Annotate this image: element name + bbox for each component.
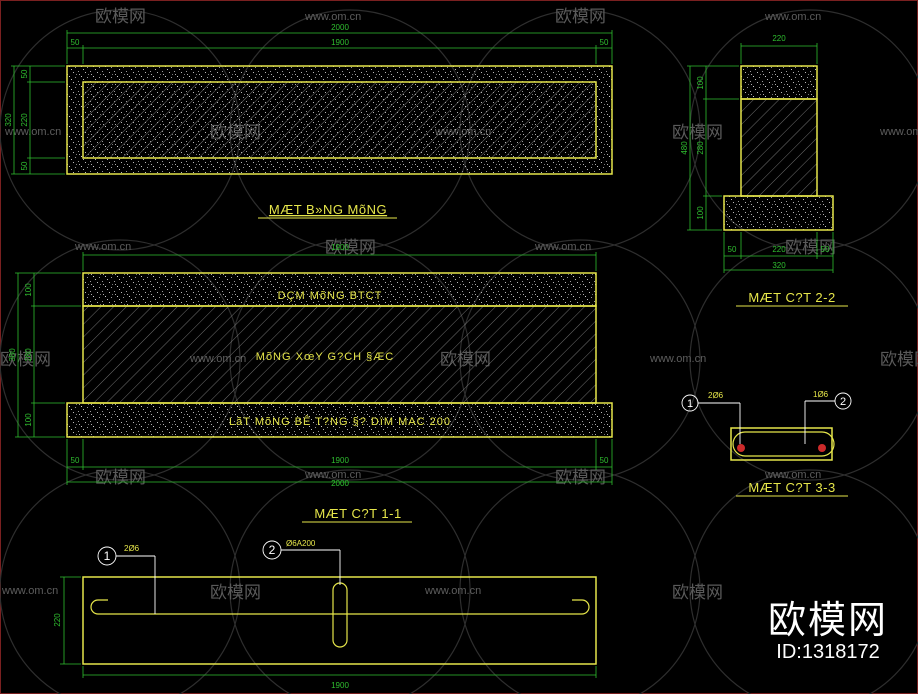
label-wall: MõNG XœY G?CH §ÆC [256,351,394,363]
watermark-logo: 欧模网 [0,350,51,370]
plan-title: MÆT B»NG MõNG [269,202,387,217]
dim-top: 1900 [331,243,349,252]
label-2: Ø6A200 [286,539,316,548]
marker-1: 1 [687,398,693,410]
watermark-url: www.om.cn [649,353,706,365]
dim-mid: 1900 [331,456,349,465]
watermark-url: www.om.cn [764,11,821,23]
watermark-logos: 欧模网 欧模网 欧模网 欧模网 欧模网 欧模网 欧模网 欧模网 欧模网 欧模网 … [0,7,918,603]
watermark-url: www.om.cn [4,126,61,138]
vdim-total: 480 [680,141,689,155]
watermark-logo: 欧模网 [555,468,606,488]
watermark-url: www.om.cn [304,469,361,481]
dim-total: 2000 [331,23,349,32]
watermark-logo: 欧模网 [95,468,146,488]
dim-mid: 1900 [331,38,349,47]
label-1: 2Ø6 [124,544,140,553]
vdim-mid: 280 [696,141,705,155]
watermark-logo: 欧模网 [785,238,836,258]
rebar-dot-left [737,444,745,452]
marker-2: 2 [840,396,846,408]
dim-total: 2000 [331,479,349,488]
brand-name: 欧模网 [767,598,888,642]
dim-top: 220 [772,34,786,43]
vdim-top: 100 [696,76,705,90]
marker-2: 2 [269,543,276,557]
corner-brand: 欧模网 ID:1318172 [768,600,888,664]
vdim-top: 100 [24,283,33,297]
watermark-logo: 欧模网 [880,350,918,370]
dim-left: 50 [71,456,80,465]
watermark-url: www.om.cn [74,241,131,253]
label-base: LãT MõNG BÊ T?NG §? DïM MAC 200 [229,415,451,428]
watermark-logo: 欧模网 [555,7,606,27]
dim-left: 50 [728,245,737,254]
vdim-bot: 100 [696,206,705,220]
label-2: 1Ø6 [813,390,829,399]
label-beam: DÇM MõNG BTCT [278,290,383,302]
plan-view: 2000 50 1900 50 320 50 220 50 MÆT B»NG M… [4,23,613,219]
watermark-url: www.om.cn [1,585,58,597]
vdim: 220 [53,613,62,627]
dim-bottom: 1900 [331,681,349,690]
dim-right: 50 [600,38,609,47]
label-1: 2Ø6 [708,391,724,400]
watermark-url: www.om.cn [764,469,821,481]
brand-id: ID:1318172 [776,641,880,663]
vdim-bot: 100 [24,413,33,427]
section-1-1: DÇM MõNG BTCT MõNG XœY G?CH §ÆC LãT MõNG… [8,243,613,523]
watermark-logo: 欧模网 [325,238,376,258]
dim-total: 320 [772,261,786,270]
section-2-2-title: MÆT C?T 2-2 [748,290,835,305]
vdim-top: 50 [20,69,29,78]
watermark-logo: 欧模网 [672,583,723,603]
watermark-logo: 欧模网 [672,123,723,143]
vdim-mid: 280 [24,348,33,362]
dim-left: 50 [71,38,80,47]
dim-right: 50 [600,456,609,465]
rebar-detail: 1 2 2Ø6 Ø6A200 220 1900 [53,539,597,690]
watermark-url: www.om.cn [424,585,481,597]
watermark-url: www.om.cn [879,126,918,138]
watermark-url: www.om.cn [304,11,361,23]
dim-mid: 220 [772,245,786,254]
vdim-total: 380 [8,348,17,362]
vdim-mid: 220 [20,113,29,127]
rebar-dot-right [818,444,826,452]
section-1-1-title: MÆT C?T 1-1 [314,506,401,521]
watermark-logo: 欧模网 [95,7,146,27]
watermark-url: www.om.cn [534,241,591,253]
marker-1: 1 [104,549,111,563]
vdim-bot: 50 [20,161,29,170]
section-2-2: 220 100 480 280 100 50 220 50 320 MÆT C?… [680,34,848,307]
watermark-logo: 欧模网 [210,583,261,603]
vdim-total: 320 [4,113,13,127]
section-3-3-title: MÆT C?T 3-3 [748,480,835,495]
section-3-3: 1 2 2Ø6 1Ø6 MÆT C?T 3-3 [681,390,852,497]
dim-right: 50 [821,245,830,254]
